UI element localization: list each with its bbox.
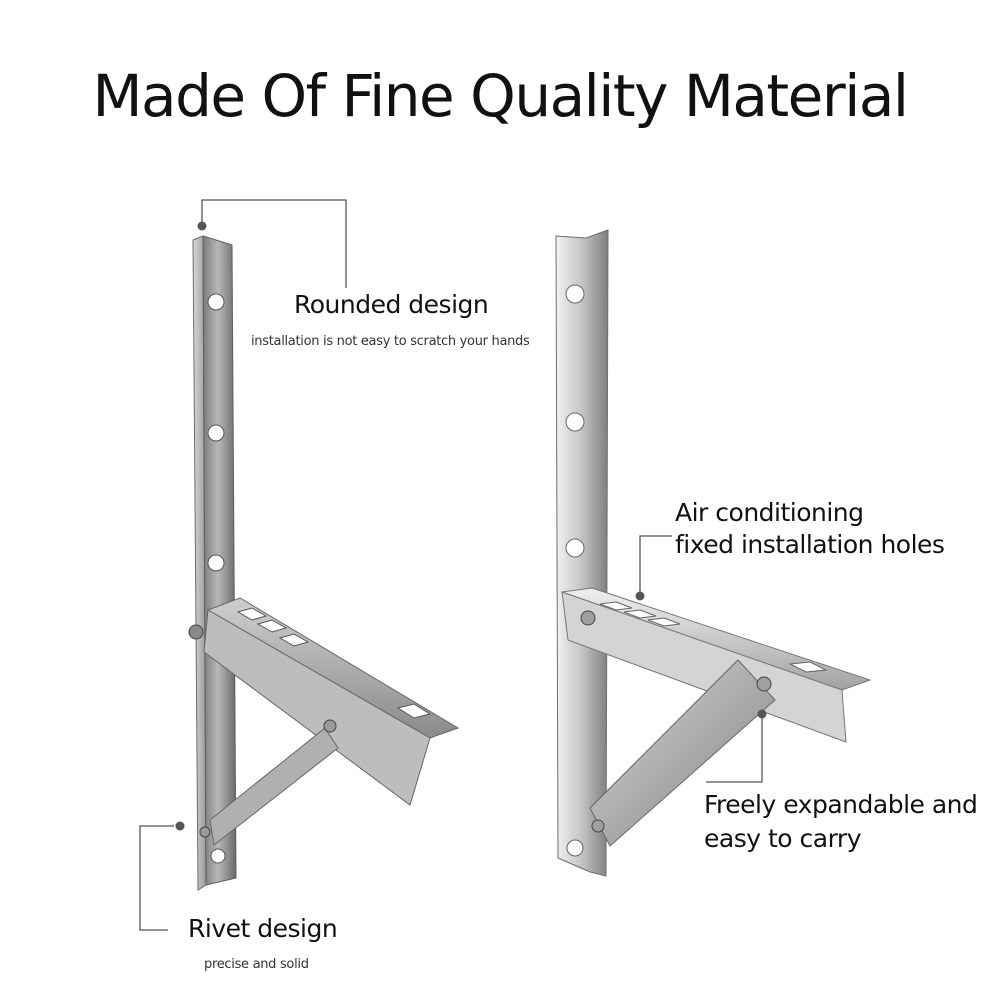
callout-expandable-line1: Freely expandable and [704, 790, 978, 819]
right-bracket [555, 229, 872, 877]
right-post-hole [565, 412, 585, 432]
right-post-hole [565, 284, 585, 304]
right-arm-slot [647, 617, 681, 627]
leader-dot [757, 709, 767, 719]
right-arm-side [561, 591, 847, 743]
left-arm-slot [278, 633, 310, 647]
right-brace [589, 659, 776, 847]
callout-rivet-title: Rivet design [188, 914, 338, 943]
right-bolt [756, 676, 772, 692]
right-bolt [580, 610, 596, 626]
leader-dot [197, 221, 207, 231]
left-bolt [188, 624, 204, 640]
left-arm-slot [256, 619, 288, 633]
left-rivet [199, 826, 211, 838]
right-bolt [591, 819, 605, 833]
leader-dot [175, 821, 185, 831]
right-post-hole [565, 538, 585, 558]
leader-rivet [139, 825, 174, 931]
left-bracket [188, 235, 460, 891]
left-brace [209, 727, 339, 846]
right-arm-slot [623, 609, 657, 619]
left-post-hole [207, 424, 225, 442]
right-arm-slot [788, 661, 828, 673]
right-arm-slot [599, 601, 633, 611]
left-arm-side [203, 609, 431, 806]
page-title: Made Of Fine Quality Material [92, 62, 909, 130]
callout-expandable-line2: easy to carry [704, 824, 862, 853]
left-post-hole [207, 293, 225, 311]
callout-rivet-subtitle: precise and solid [204, 957, 309, 972]
callout-holes-line1: Air conditioning [675, 498, 864, 527]
left-post-hole [207, 554, 225, 572]
leader-rounded [201, 199, 347, 288]
callout-leaders [139, 199, 763, 931]
leader-dot [635, 591, 645, 601]
callout-rounded-title: Rounded design [294, 290, 489, 319]
left-rivet [323, 719, 337, 733]
left-arm-slot [236, 607, 268, 621]
leader-expandable [706, 712, 763, 783]
leader-holes [639, 535, 672, 592]
callout-rounded-subtitle: installation is not easy to scratch your… [251, 334, 530, 349]
right-post-hole [566, 839, 584, 857]
callout-holes-line2: fixed installation holes [675, 530, 945, 559]
left-arm-slot [396, 703, 432, 719]
left-post-hole [210, 848, 226, 864]
